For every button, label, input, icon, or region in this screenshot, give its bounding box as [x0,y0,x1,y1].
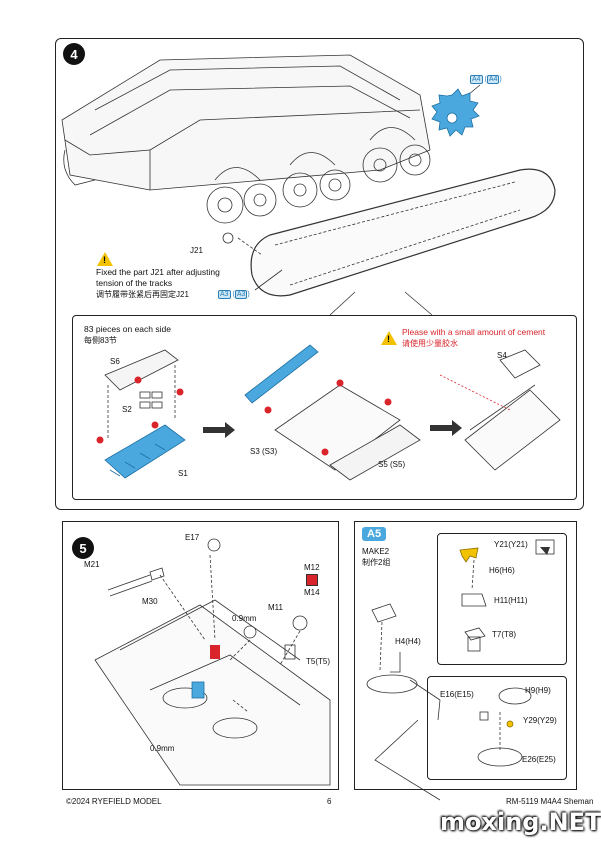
step-4-panel [55,38,584,510]
make-count-cn: 制作2组 [362,558,391,567]
sprocket-ref: A4 (A4) [470,75,502,84]
tension-note-en-2: tension of the tracks [96,278,173,288]
part-label-h4: H4(H4) [395,637,421,646]
part-label-y21: Y21(Y21) [494,540,528,549]
part-label-s3: S3 (S3) [250,447,278,456]
part-label-s5: S5 (S5) [378,460,406,469]
cement-note-en: Please with a small amount of cement [402,327,546,337]
step-4-number: 4 [63,43,85,65]
part-label-t7: T7(T8) [492,630,516,639]
part-label-m30: M30 [142,597,158,606]
part-label-h6: H6(H6) [489,566,515,575]
track-detail-panel [72,315,577,500]
drill-size-label-b: 0.9mm [150,744,175,753]
part-label-j21: J21 [190,246,203,255]
step-5-number: 5 [72,537,94,559]
watermark: moxing.NET [440,808,601,836]
part-label-s6: S6 [110,357,120,366]
product-code: RM-5119 M4A4 Sheman [506,797,594,806]
cement-note-cn: 请使用少量胶水 [402,339,458,348]
cement-warning-icon [381,331,397,345]
a5-subpanel-top [437,533,567,665]
part-label-m14: M14 [304,588,320,597]
step-a5-panel [354,521,577,790]
part-label-m11: M11 [268,603,283,612]
pieces-note-en: 83 pieces on each side [84,324,171,334]
idler-ref: A3 (A3) [218,290,250,299]
drill-size-label-a: 0.9mm [232,614,257,623]
tension-note-cn: 调节履带张紧后再固定J21 [96,290,189,299]
part-label-m12: M12 [304,563,320,572]
copyright: ©2024 RYEFIELD MODEL [66,797,162,806]
part-label-t5: T5(T5) [306,657,330,666]
idler-ref-a: A3 [218,290,231,299]
part-label-e16: E16(E15) [440,690,474,699]
tension-note-en-1: Fixed the part J21 after adjusting [96,267,220,277]
part-label-s4: S4 [497,351,507,360]
a5-subpanel-bottom [427,676,567,780]
part-label-m21: M21 [84,560,100,569]
part-label-e26: E26(E25) [522,755,556,764]
part-label-h9: H9(H9) [525,686,551,695]
part-label-s1: S1 [178,469,188,478]
part-label-s2: S2 [122,405,132,414]
sprocket-ref-a: A4 [470,75,483,84]
part-label-y29: Y29(Y29) [523,716,557,725]
warning-icon [97,252,113,266]
part-label-e17: E17 [185,533,200,542]
page-number: 6 [327,797,332,806]
make-count-en: MAKE2 [362,547,390,556]
sprocket-ref-b: A4 [486,75,500,84]
step-a5-tag: A5 [362,527,387,541]
pieces-note-cn: 每侧83节 [84,336,117,345]
cement-icon [306,574,318,586]
part-label-h11: H11(H11) [494,596,528,605]
idler-ref-b: A3 [234,290,248,299]
step-5-panel [62,521,339,790]
